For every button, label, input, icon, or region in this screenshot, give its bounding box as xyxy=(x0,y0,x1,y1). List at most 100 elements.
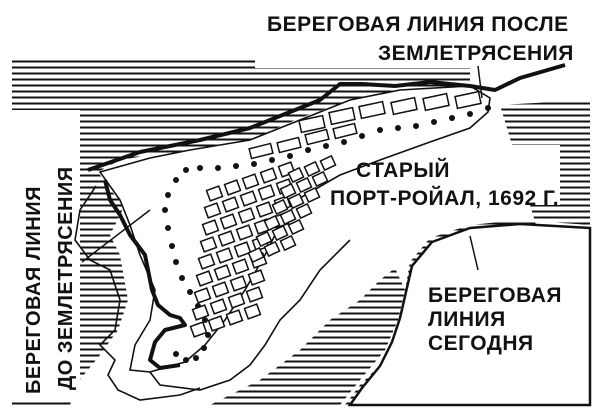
shoreline-before-dot xyxy=(165,225,171,231)
town-block xyxy=(279,208,297,226)
town-block xyxy=(257,184,276,201)
shoreline-before-dot xyxy=(395,125,401,131)
shoreline-before-dot xyxy=(201,345,207,351)
shoreline-before-dot xyxy=(269,157,275,163)
labels: БЕРЕГОВАЯ ЛИНИЯ ПОСЛЕ ЗЕМЛЕТРЯСЕНИЯ СТАР… xyxy=(23,13,574,394)
town-block xyxy=(279,182,297,200)
shoreline-before-dot xyxy=(173,259,179,265)
town-block xyxy=(311,170,329,188)
town-block xyxy=(298,114,326,134)
town-block xyxy=(304,128,330,146)
town-block xyxy=(287,192,305,210)
shoreline-before-dot xyxy=(193,355,199,361)
shoreline-before-dot xyxy=(183,357,189,363)
town-block xyxy=(225,309,244,326)
town-block xyxy=(358,100,386,120)
town-block xyxy=(303,186,321,204)
town-block xyxy=(328,106,356,126)
label-shoreline-today-2: ЛИНИЯ xyxy=(428,308,506,331)
label-old-port-2: ПОРТ-РОЙАЛ, 1692 Г. xyxy=(330,186,559,210)
town-block xyxy=(213,264,232,281)
town-block xyxy=(209,298,228,315)
town-block xyxy=(207,315,226,332)
town-block xyxy=(271,198,289,216)
town-block xyxy=(245,286,264,303)
town-block xyxy=(287,218,305,236)
shoreline-before-dot xyxy=(305,147,311,153)
town-block xyxy=(205,185,224,202)
town-block xyxy=(237,207,256,224)
town-block xyxy=(255,230,273,248)
shoreline-before-dot xyxy=(341,139,347,145)
town-block xyxy=(303,160,321,178)
town-block xyxy=(223,179,242,196)
town-block xyxy=(189,321,208,338)
shoreline-before-dot xyxy=(485,105,491,111)
town-block xyxy=(332,122,358,140)
town-block xyxy=(241,173,260,190)
town-block xyxy=(195,270,214,287)
town-block xyxy=(422,92,450,112)
shoreline-before-dots xyxy=(162,105,491,363)
shoreline-after-line xyxy=(87,63,566,370)
town-block xyxy=(271,224,289,242)
town-block xyxy=(201,219,220,236)
town-block xyxy=(191,304,210,321)
shoreline-before-dot xyxy=(215,165,221,171)
shoreline-before-dot xyxy=(467,111,473,117)
pointer-lines xyxy=(81,65,483,271)
label-shoreline-after-1: БЕРЕГОВАЯ ЛИНИЯ ПОСЛЕ xyxy=(267,13,569,36)
town-block xyxy=(247,269,266,286)
town-block xyxy=(263,214,281,232)
town-block xyxy=(295,176,313,194)
shoreline-before-dot xyxy=(179,275,185,281)
thin-coastlines xyxy=(74,185,351,401)
town-block xyxy=(217,230,236,247)
shoreline-before-dot xyxy=(431,119,437,125)
shoreline-before-dot xyxy=(359,133,365,139)
shoreline-before-dot xyxy=(287,153,293,159)
label-shoreline-today-1: БЕРЕГОВАЯ xyxy=(428,284,562,307)
town-block xyxy=(279,234,297,252)
label-shoreline-before-2: ДО ЗЕМЛЕТРЯСЕНИЯ xyxy=(55,166,77,390)
shoreline-before-dot xyxy=(377,127,383,133)
shoreline-before-dot xyxy=(173,177,179,183)
town-block xyxy=(235,224,254,241)
town-block xyxy=(248,142,274,160)
town-block xyxy=(227,292,246,309)
shoreline-before-dot xyxy=(173,351,179,357)
shoreline-before-dot xyxy=(413,123,419,129)
town-block xyxy=(233,241,252,258)
town-block xyxy=(229,275,248,292)
label-shoreline-after-2: ЗЕМЛЕТРЯСЕНИЯ xyxy=(378,42,574,65)
shoreline-before-dot xyxy=(183,167,189,173)
town-block xyxy=(276,136,302,154)
town-block xyxy=(390,96,418,116)
town-blocks xyxy=(189,90,482,338)
town-block xyxy=(295,202,313,220)
label-old-port-1: СТАРЫЙ xyxy=(356,158,450,182)
town-block xyxy=(255,201,274,218)
shoreline-before-dot xyxy=(323,143,329,149)
land-today xyxy=(347,222,592,407)
town-block xyxy=(247,246,265,264)
shoreline-before-dot xyxy=(449,115,455,121)
town-block xyxy=(215,247,234,264)
shoreline-before-dot xyxy=(205,332,211,338)
town-block xyxy=(219,213,238,230)
shoreline-before-dot xyxy=(251,161,257,167)
shoreline-before-dot xyxy=(233,163,239,169)
town-block xyxy=(239,190,258,207)
label-shoreline-before-1: БЕРЕГОВАЯ ЛИНИЯ xyxy=(23,186,45,394)
town-block xyxy=(263,240,281,258)
town-block xyxy=(259,167,278,184)
town-block xyxy=(193,287,212,304)
shoreline-before-dot xyxy=(169,243,175,249)
town-block xyxy=(287,166,305,184)
label-shoreline-today-3: СЕГОДНЯ xyxy=(428,332,534,355)
town-block xyxy=(211,281,230,298)
shoreline-before-dot xyxy=(187,289,193,295)
town-block xyxy=(203,202,222,219)
